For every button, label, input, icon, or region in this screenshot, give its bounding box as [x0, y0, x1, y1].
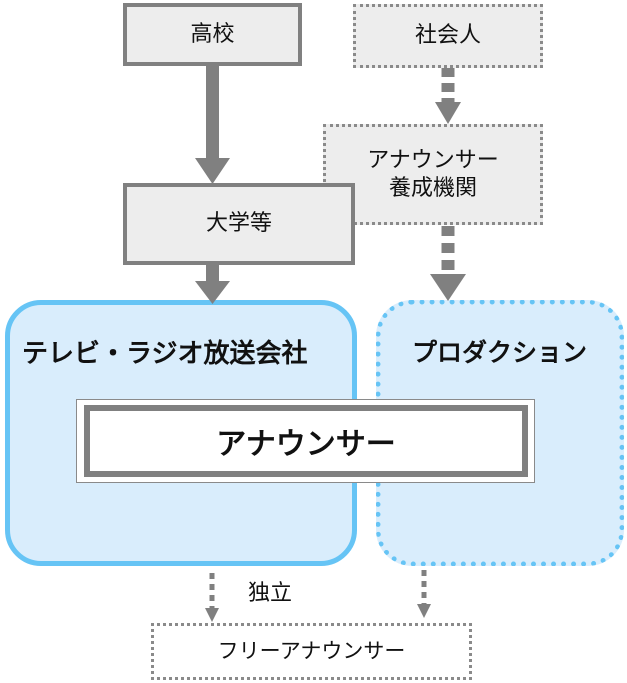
arrow-company-to-freelance	[205, 573, 219, 622]
arrow-school-to-production	[430, 226, 466, 301]
arrow-working-adults-to-school	[435, 68, 461, 124]
high-school-box: 高校	[123, 3, 302, 66]
announcer-school-box: アナウンサー 養成機関	[323, 124, 543, 225]
university-label: 大学等	[205, 211, 272, 237]
arrow-university-to-company	[195, 265, 230, 304]
announcer-school-label-line2: 養成機関	[388, 175, 477, 201]
freelance-announcer-box: フリーアナウンサー	[151, 623, 472, 680]
announcer-label: アナウンサー	[216, 427, 396, 462]
working-adults-label: 社会人	[414, 23, 481, 49]
high-school-label: 高校	[190, 21, 235, 47]
production-company-title: プロダクション	[412, 338, 588, 367]
independence-label: 独立	[248, 581, 293, 606]
university-box: 大学等	[123, 183, 355, 265]
freelance-announcer-label: フリーアナウンサー	[217, 639, 406, 664]
arrow-production-to-freelance	[417, 570, 431, 618]
announcer-school-label-line1: アナウンサー	[367, 148, 499, 173]
announcer-box: アナウンサー	[84, 405, 528, 477]
arrow-high-school-to-university	[195, 66, 230, 184]
working-adults-box: 社会人	[353, 4, 543, 68]
tv-radio-company-title: テレビ・ラジオ放送会社	[22, 339, 308, 369]
